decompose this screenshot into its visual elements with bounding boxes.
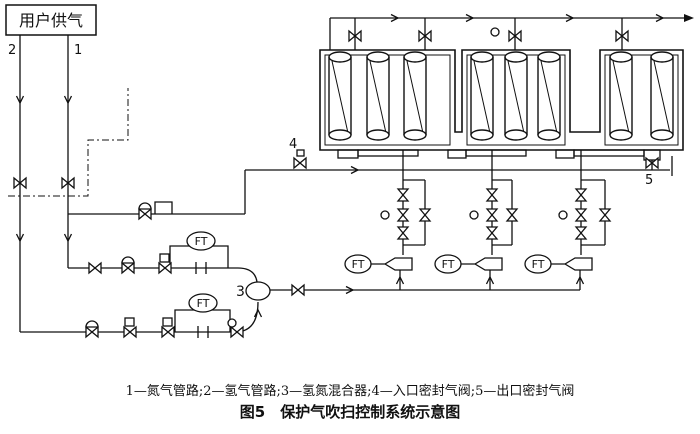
pipe-label-2: 2	[8, 43, 16, 58]
flowmeter-label: FT	[197, 297, 210, 310]
supply-box	[5, 4, 97, 36]
flowmeter-label: FT	[195, 235, 208, 248]
furnace-coils	[328, 51, 674, 141]
supply-box-label: 用户供气	[19, 11, 83, 30]
flowmeters	[186, 231, 593, 338]
outlet-valve-label-5: 5	[645, 173, 653, 188]
flowmeter-label: FT	[532, 258, 545, 271]
flowmeter-label: FT	[352, 258, 365, 271]
furnace-housing	[319, 49, 684, 151]
mixer-label-3: 3	[236, 284, 245, 300]
mixer-3	[245, 281, 271, 301]
flowmeter-label: FT	[442, 258, 455, 271]
inlet-seal-valve-4	[293, 157, 307, 169]
inlet-valve-label-4: 4	[289, 137, 297, 152]
flow-arrows	[15, 13, 694, 318]
figure-caption: 图5 保护气吹扫控制系统示意图	[239, 403, 461, 421]
pipe-label-1: 1	[74, 43, 82, 58]
legend-text: 1—氮气管路;2—氢气管路;3—氢氮混合器;4—入口密封气阀;5—出口密封气阀	[125, 384, 575, 399]
